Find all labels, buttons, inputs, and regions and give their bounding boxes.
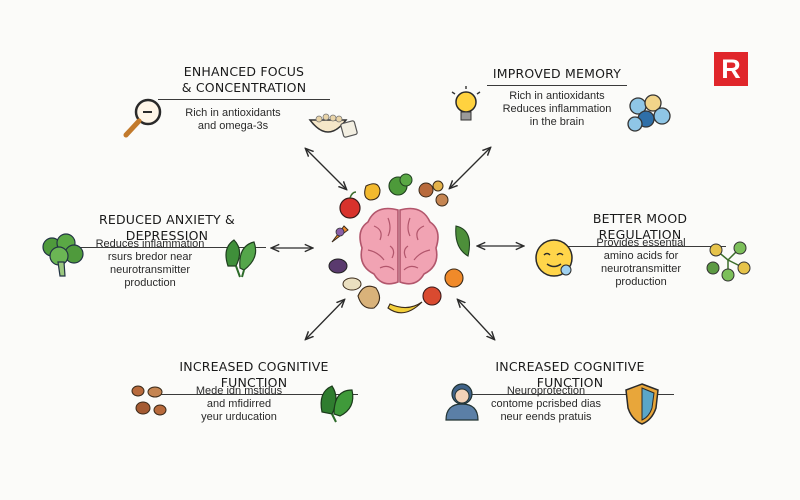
benefit-description: Rich in antioxidants Reduces inflammatio… [494,90,620,129]
leaf-icon [455,225,471,257]
divider [158,99,330,100]
leafy-greens-icon [320,385,354,423]
divider [150,394,358,395]
benefit-title: INCREASED COGNITIVE FUNCTION [495,359,645,390]
tomato-icon [422,286,442,306]
food-ring [328,173,471,314]
description-line: Reduces inflammation [502,103,612,115]
arrow-top-right [450,148,490,188]
description-line: Neuroprotection [506,385,586,397]
spinach-icon [225,239,257,278]
nut-small-icon [418,182,434,198]
banana-icon [387,301,423,314]
benefit-title: BETTER MOOD REGULATION [592,211,688,242]
divider [554,246,726,247]
description-line: production [615,276,667,288]
grape-icon [335,227,345,237]
divider [466,394,674,395]
benefit-title: REDUCED ANXIETY & DEPRESSION [98,212,236,243]
benefit-cognitive-function-left: INCREASED COGNITIVE FUNCTION [150,359,358,395]
benefit-description: Reduces inflammation rsurs bredor near n… [90,238,210,290]
pepper-icon [364,183,381,201]
arrow-top-left [306,149,346,189]
shield-icon [625,383,659,425]
divider [487,85,627,86]
benefit-enhanced-focus: ENHANCED FOCUS & CONCENTRATION [158,64,330,100]
person-icon [445,383,479,421]
description-line: and omega-3s [197,120,269,132]
description-line: Provides essential [596,237,686,249]
apple-icon [339,197,361,219]
benefit-title: INCREASED COGNITIVE FUNCTION [179,359,329,390]
description-line: neurotransmitter [109,264,191,276]
eggplant-icon [328,258,348,274]
benefit-improved-memory: IMPROVED MEMORY [487,66,627,86]
description-line: Reduces inflammation [95,238,205,250]
description-line: neurotransmitter [600,263,682,275]
broccoli-icon [42,233,84,277]
brand-logo: R [714,52,748,86]
magnifier-icon [123,98,162,138]
description-line: Mede idn mstidus [195,385,283,397]
description-line: and mfidirred [206,398,272,410]
benefit-description: Provides essential amino acids for neuro… [580,237,702,289]
benefit-description: Rich in antioxidants and omega-3s [168,107,298,133]
description-line: Rich in antioxidants [509,90,605,102]
bread-icon [357,285,381,309]
benefit-cognitive-function-right: INCREASED COGNITIVE FUNCTION [466,359,674,395]
benefit-description: Mede idn mstidus and mfidirred yeur urdu… [180,385,298,424]
description-line: Rich in antioxidants [185,107,281,119]
benefit-description: Neuroprotection contome pcrisbed dias ne… [480,385,612,424]
smiley-icon [535,239,573,277]
description-line: in the brain [529,116,585,128]
benefit-better-mood: BETTER MOOD REGULATION [554,211,726,247]
benefit-title-line: ENHANCED FOCUS [183,64,305,79]
description-line: production [124,277,176,289]
arrow-bottom-right [458,300,494,339]
description-line: amino acids for [603,250,679,262]
description-line: contome pcrisbed dias [490,398,602,410]
avocado-icon [342,277,362,291]
brain-food-cluster [328,173,471,314]
divider [78,247,266,248]
molecules-icon [627,94,671,132]
description-line: rsurs bredor near [107,251,193,263]
bowl-icon [308,113,358,138]
brain-icon [359,207,439,285]
benefit-title-line: & CONCENTRATION [181,80,307,95]
description-line: neur eends pratuis [500,411,592,423]
benefit-title: IMPROVED MEMORY [492,66,622,81]
lightbulb-icon [451,86,481,121]
orange-icon [444,268,464,288]
nuts-icon [131,385,167,416]
benefit-reduced-anxiety: REDUCED ANXIETY & DEPRESSION [68,212,266,248]
nut-cluster-icon [706,241,751,282]
arrow-bottom-left [306,300,344,339]
description-line: yeur urducation [201,411,277,423]
